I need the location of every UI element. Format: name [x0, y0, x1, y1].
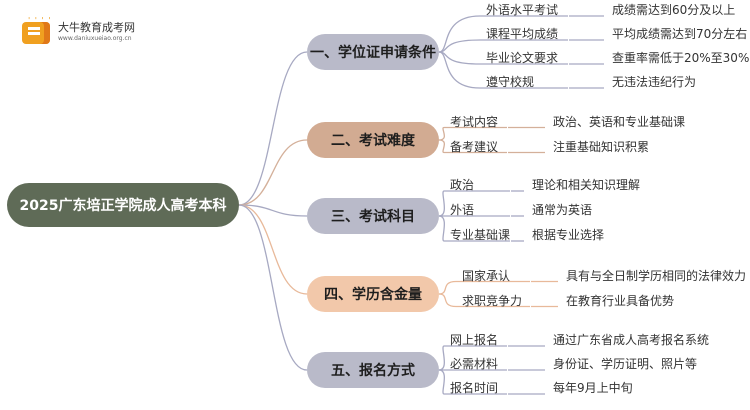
leaf-detail: 通过广东省成人高考报名系统: [553, 333, 710, 347]
leaf-detail: 具有与全日制学历相同的法律效力: [566, 268, 747, 283]
branch-node: 五、报名方式: [307, 352, 439, 388]
root-connector: [238, 204, 308, 371]
leaf-label: 毕业论文要求: [486, 51, 559, 65]
leaf-connector: [438, 51, 568, 89]
leaf-detail: 成绩需达到60分及以上: [612, 3, 736, 17]
leaf-detail: 理论和相关知识理解: [532, 178, 641, 192]
leaf-label: 报名时间: [450, 381, 499, 395]
leaf-detail: 无违法违纪行为: [612, 75, 697, 89]
leaf-connector: [438, 15, 568, 53]
leaf-label: 网上报名: [450, 333, 499, 347]
leaf-detail: 在教育行业具备优势: [566, 293, 675, 308]
book-icon: [22, 22, 50, 44]
leaf-connector: [438, 139, 507, 154]
root-connector: [238, 204, 308, 295]
leaf-connector: [438, 345, 507, 371]
leaf-connector: [438, 369, 507, 395]
logo-url: www.daniuxueiao.org.cn: [58, 35, 132, 42]
leaf-label: 专业基础课: [450, 228, 511, 242]
leaf-label: 考试内容: [450, 114, 499, 129]
leaf-label: 必需材料: [450, 357, 499, 371]
root-topic: 2025广东培正学院成人高考本科: [7, 183, 239, 227]
leaf-detail: 注重基础知识积累: [553, 139, 650, 154]
leaf-label: 课程平均成绩: [486, 27, 559, 41]
leaf-label: 外语水平考试: [486, 3, 559, 17]
logo: ' ' ' ' 大牛教育成考网 www.daniuxueiao.org.cn: [18, 16, 158, 48]
leaf-detail: 身份证、学历证明、照片等: [553, 357, 698, 371]
leaf-connector: [438, 293, 530, 308]
leaf-detail: 通常为英语: [532, 203, 593, 217]
root-connector: [238, 51, 308, 206]
leaf-label: 求职竞争力: [462, 293, 523, 308]
leaf-detail: 每年9月上中旬: [553, 381, 633, 395]
leaf-connector: [438, 215, 510, 242]
leaf-detail: 根据专业选择: [532, 228, 605, 242]
leaf-label: 备考建议: [450, 139, 499, 154]
leaf-label: 外语: [450, 203, 475, 217]
leaf-detail: 查重率需低于20%至30%: [612, 51, 750, 65]
leaf-label: 遵守校规: [486, 75, 535, 89]
branch-node: 三、考试科目: [307, 198, 439, 234]
leaf-label: 政治: [450, 178, 475, 192]
leaf-connector: [438, 280, 530, 295]
leaf-detail: 政治、英语和专业基础课: [553, 114, 686, 129]
leaf-detail: 平均成绩需达到70分左右: [612, 27, 748, 41]
branch-node: 一、学位证申请条件: [307, 34, 439, 70]
leaf-connector: [438, 190, 510, 217]
root-connector: [238, 139, 308, 206]
branch-node: 四、学历含金量: [307, 276, 439, 312]
logo-name: 大牛教育成考网: [58, 21, 135, 34]
logo-rays: ' ' ' ': [28, 16, 52, 25]
branch-node: 二、考试难度: [307, 122, 439, 158]
leaf-connector: [438, 126, 507, 141]
root-connector: [238, 204, 308, 217]
leaf-label: 国家承认: [462, 268, 511, 283]
leaf-connector: [438, 39, 568, 53]
